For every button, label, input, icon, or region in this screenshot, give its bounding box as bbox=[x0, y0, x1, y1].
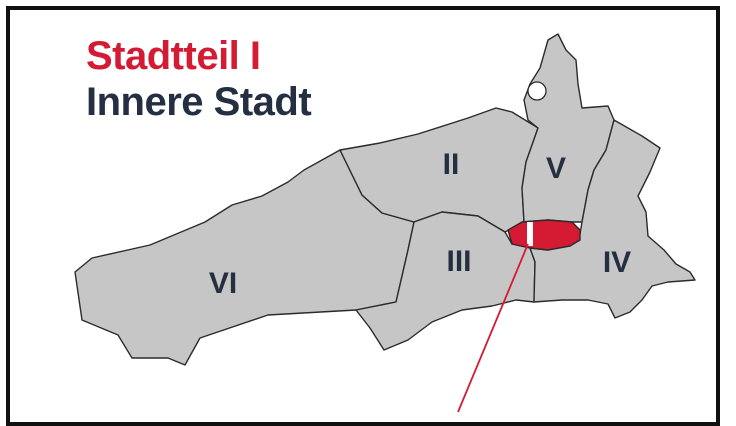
pointer-line bbox=[457, 243, 529, 413]
district-label-ii: II bbox=[443, 148, 460, 181]
district-label-vi: VI bbox=[209, 267, 237, 300]
district-iii[interactable] bbox=[355, 211, 536, 351]
district-i-highlight[interactable] bbox=[507, 219, 581, 251]
location-marker bbox=[527, 222, 533, 246]
district-label-v: V bbox=[546, 152, 566, 185]
district-label-iii: III bbox=[446, 245, 471, 278]
district-name-title: Innere Stadt bbox=[86, 80, 312, 124]
district-label-iv: IV bbox=[603, 246, 631, 279]
title-block: Stadtteil I Innere Stadt bbox=[86, 34, 312, 124]
district-number-title: Stadtteil I bbox=[86, 34, 261, 78]
lake-icon bbox=[527, 81, 547, 101]
district-iv[interactable] bbox=[529, 119, 696, 319]
district-map: II V III IV VI bbox=[74, 33, 696, 413]
